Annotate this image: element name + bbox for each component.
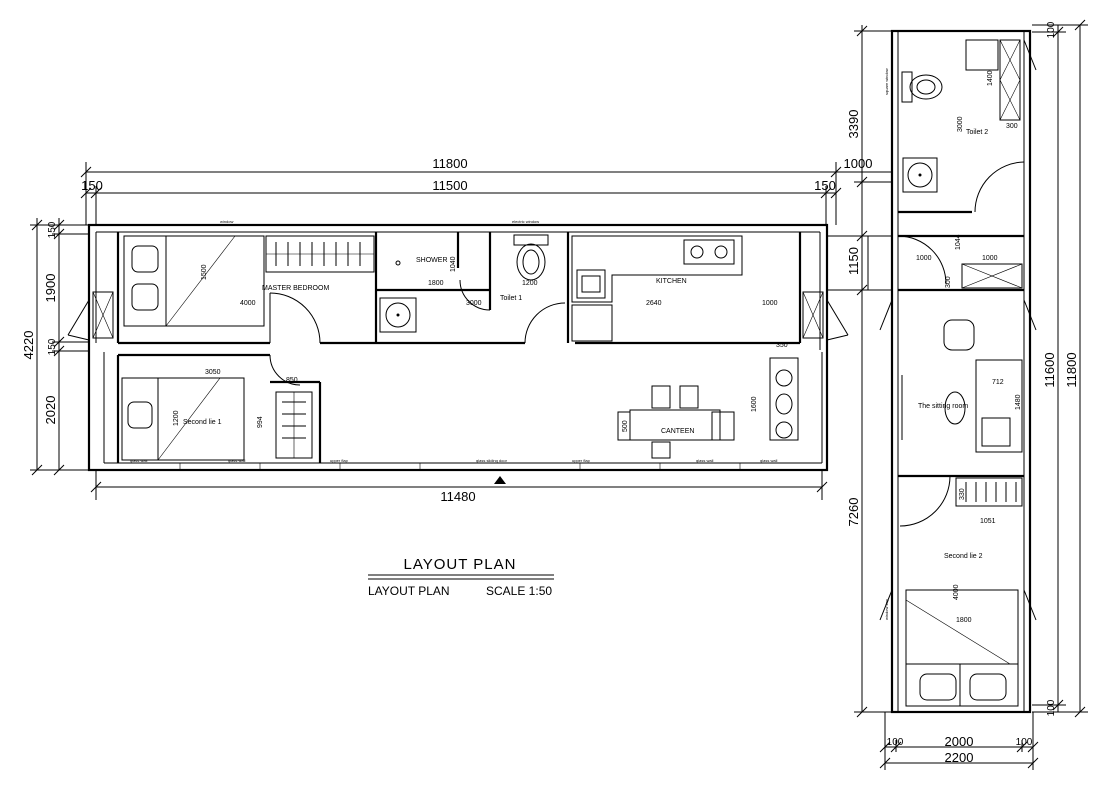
label-glass-wall-1: glass wall xyxy=(130,458,147,463)
right-container-labels: Toilet 2 The sitting room Second lie 2 1… xyxy=(884,68,1022,624)
label-electric-window: electric window xyxy=(512,219,539,224)
dim-shower-w: 1800 xyxy=(428,280,444,287)
dim-sofa-w: 712 xyxy=(992,379,1004,386)
dim-r-300: 300 xyxy=(945,276,952,288)
dim-overall-width: 11800 xyxy=(432,156,467,171)
plan-scale: SCALE 1:50 xyxy=(486,584,552,598)
dim-bed2-w: 1800 xyxy=(956,617,972,624)
horizontal-dimensions: 11800 11500 150 150 11480 xyxy=(80,156,842,504)
room-toilet-1: Toilet 1 xyxy=(500,295,522,302)
vertical-dimensions-left: 4220 150 1900 150 2020 xyxy=(21,218,100,476)
dim-shower-h: 1040 xyxy=(450,256,457,272)
plan-title: LAYOUT PLAN xyxy=(404,556,517,573)
label-upper-flap-2: upper flap xyxy=(572,458,591,463)
dim-corr-a: 3000 xyxy=(466,300,482,307)
dim-right-end-r: 100 xyxy=(1016,737,1033,748)
room-toilet-2: Toilet 2 xyxy=(966,129,988,136)
horizontal-dimensions-right: 2000 2200 100 100 xyxy=(879,712,1039,770)
dim-end-right: 150 xyxy=(814,178,836,193)
dim-wardrobe-h: 994 xyxy=(257,416,264,428)
dim-mid-height: 150 xyxy=(47,338,58,355)
title-block: LAYOUT PLAN LAYOUT PLAN SCALE 1:50 xyxy=(368,556,554,598)
label-glass-wall-2: glass wall xyxy=(228,458,245,463)
left-container-furniture xyxy=(121,234,799,461)
room-sitting: The sitting room xyxy=(918,403,968,410)
left-container-walls xyxy=(67,223,849,484)
dim-bed1-len2: 4000 xyxy=(240,300,256,307)
dim-t2-c: 300 xyxy=(1006,123,1018,130)
label-glass-wall-3: glass wall xyxy=(696,458,713,463)
dim-canteen-w: 350 xyxy=(776,342,788,349)
dim-bed2-h: 4000 xyxy=(953,584,960,600)
right-container-walls xyxy=(879,29,1037,714)
room-second-1: Second lie 1 xyxy=(183,419,222,426)
dim-right-gap: 1150 xyxy=(846,247,861,275)
room-kitchen: KITCHEN xyxy=(656,278,687,285)
dim-inner-width: 11500 xyxy=(432,178,467,193)
dim-second1-door: 850 xyxy=(286,377,298,384)
room-canteen: CANTEEN xyxy=(661,428,694,435)
room-master-bedroom: MASTER BEDROOM xyxy=(262,285,329,292)
dim-lower-height: 2020 xyxy=(43,396,58,425)
dim-wardrobe2-b: 1051 xyxy=(980,518,996,525)
plan-subtitle: LAYOUT PLAN xyxy=(368,584,450,598)
label-square-window: square window xyxy=(884,68,889,95)
dim-right-end-l: 100 xyxy=(887,737,904,748)
dim-top-end: 150 xyxy=(47,221,58,238)
dim-upper-height: 1900 xyxy=(43,274,58,303)
dim-right-bot-end: 100 xyxy=(1046,699,1057,716)
wardrobe-hangers-master xyxy=(275,242,361,266)
dim-right-total: 11800 xyxy=(1064,352,1079,387)
dim-canteen-h: 1600 xyxy=(751,396,758,412)
dim-right-top: 3390 xyxy=(846,110,861,139)
dim-canteen-s: 500 xyxy=(622,420,629,432)
dim-end-left: 150 xyxy=(81,178,103,193)
dim-right-inner: 11600 xyxy=(1042,352,1057,387)
dim-r-1044: 1044 xyxy=(955,234,962,250)
room-shower: SHOWER xyxy=(416,257,448,264)
right-container-furniture xyxy=(901,39,1023,707)
dim-right-lower: 7260 xyxy=(846,498,861,527)
dim-sofa-h: 1480 xyxy=(1015,394,1022,410)
dim-t2-a: 1400 xyxy=(987,70,994,86)
dim-r-1000b: 1000 xyxy=(982,255,998,262)
label-window-flap: window flap xyxy=(884,598,889,620)
dim-corr-b: 2640 xyxy=(646,300,662,307)
dim-right-top-end: 100 xyxy=(1046,21,1057,38)
left-container-labels: MASTER BEDROOM SHOWER Toilet 1 KITCHEN C… xyxy=(130,219,788,463)
room-second-2: Second lie 2 xyxy=(944,553,983,560)
dim-bottom-width: 11480 xyxy=(440,489,475,504)
vertical-dimensions-right: 3390 1150 7260 11600 11800 100 100 xyxy=(846,19,1088,718)
label-sliding-door: glass sliding door xyxy=(476,458,508,463)
dim-second1-w: 3050 xyxy=(205,369,221,376)
dim-right-total-width: 2200 xyxy=(945,750,974,765)
dim-t2-b: 3000 xyxy=(957,116,964,132)
label-upper-flap-1: upper flap xyxy=(330,458,349,463)
dim-corr-c: 1000 xyxy=(762,300,778,307)
dim-wardrobe2-a: 330 xyxy=(959,488,966,500)
label-glass-wall-4: glass wall xyxy=(760,458,777,463)
dim-connector: 1000 xyxy=(844,156,873,171)
label-window: window xyxy=(220,219,233,224)
dim-total-height: 4220 xyxy=(21,331,36,360)
dim-toilet1-w: 1200 xyxy=(522,280,538,287)
dim-right-width: 2000 xyxy=(945,734,974,749)
dim-second1-h: 1200 xyxy=(173,410,180,426)
dim-bed1-len: 1500 xyxy=(201,264,208,280)
dim-r-1000a: 1000 xyxy=(916,255,932,262)
